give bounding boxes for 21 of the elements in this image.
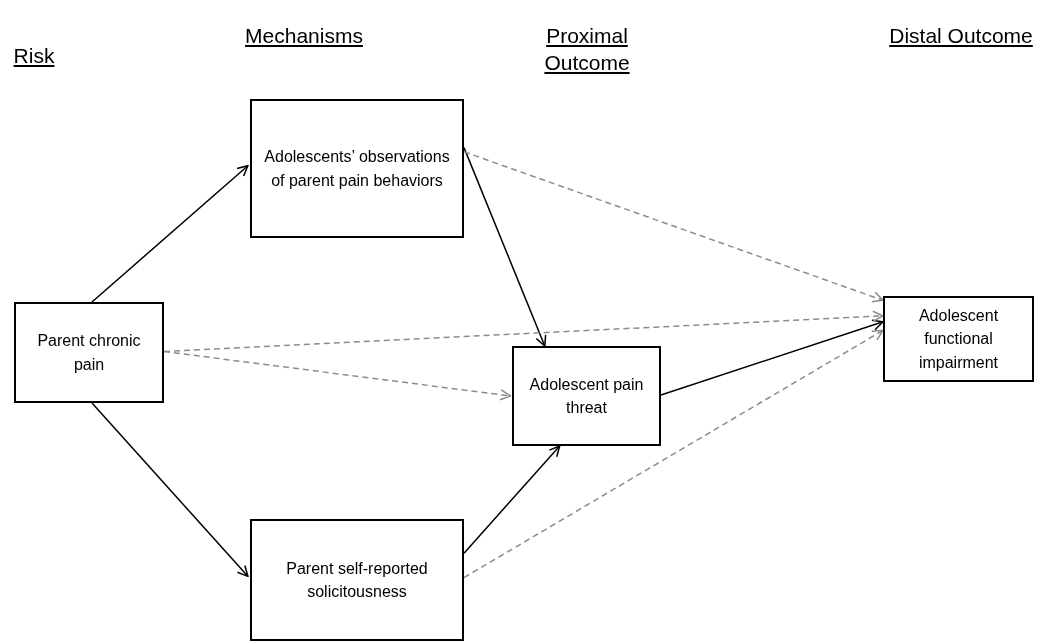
- node-text: Adolescent pain threat: [528, 374, 645, 418]
- node-text: Parent self-reported solicitousness: [285, 558, 429, 602]
- process-box: [14, 302, 164, 403]
- process-box: [512, 346, 661, 446]
- arrow: [463, 445, 561, 554]
- column-heading: Distal Outcome: [888, 23, 1034, 49]
- arrow: [163, 350, 512, 401]
- process-box: [250, 99, 464, 238]
- arrow: [463, 151, 884, 303]
- node-text: Adolescent functional impairment: [917, 306, 1000, 373]
- arrow: [91, 164, 249, 303]
- process-box: [250, 519, 464, 641]
- column-heading: Risk: [12, 43, 56, 69]
- process-box: [883, 296, 1034, 382]
- column-heading: Proximal Outcome: [543, 23, 631, 77]
- column-heading: Mechanisms: [244, 23, 364, 49]
- arrow: [660, 319, 884, 396]
- node-text: Parent chronic pain: [36, 331, 142, 375]
- node-text: Adolescents’ observations of parent pain behaviors: [263, 147, 451, 191]
- arrow: [463, 329, 884, 579]
- arrow: [91, 402, 249, 578]
